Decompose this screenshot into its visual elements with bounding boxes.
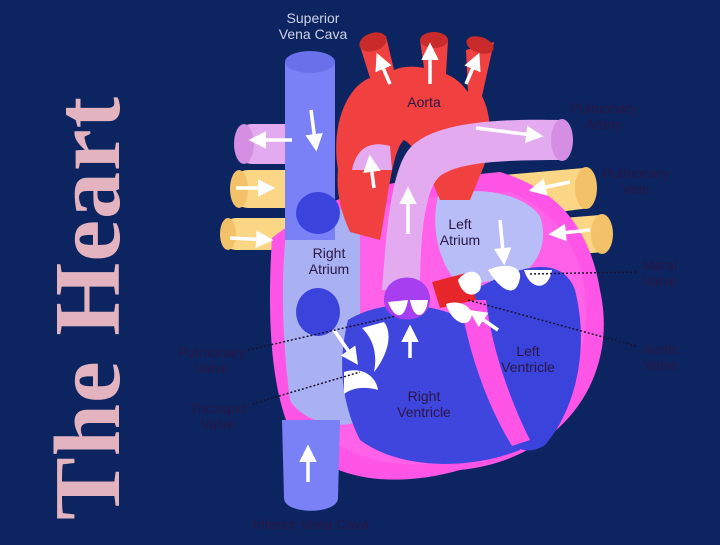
left-atrium <box>435 190 544 286</box>
inferior-vena-cava-label: Inferior Vena Cava <box>253 516 369 532</box>
aorta-label: Aorta <box>407 94 441 110</box>
page-title: The Heart <box>36 95 140 520</box>
blood-flow-arrows <box>229 42 591 482</box>
tricuspid-valve-shape <box>344 322 389 394</box>
pulmonary-valve-shape <box>384 277 430 320</box>
aorta <box>336 32 494 240</box>
leader-lines <box>247 271 637 405</box>
aortic-mitral-valve-shape <box>432 271 482 324</box>
